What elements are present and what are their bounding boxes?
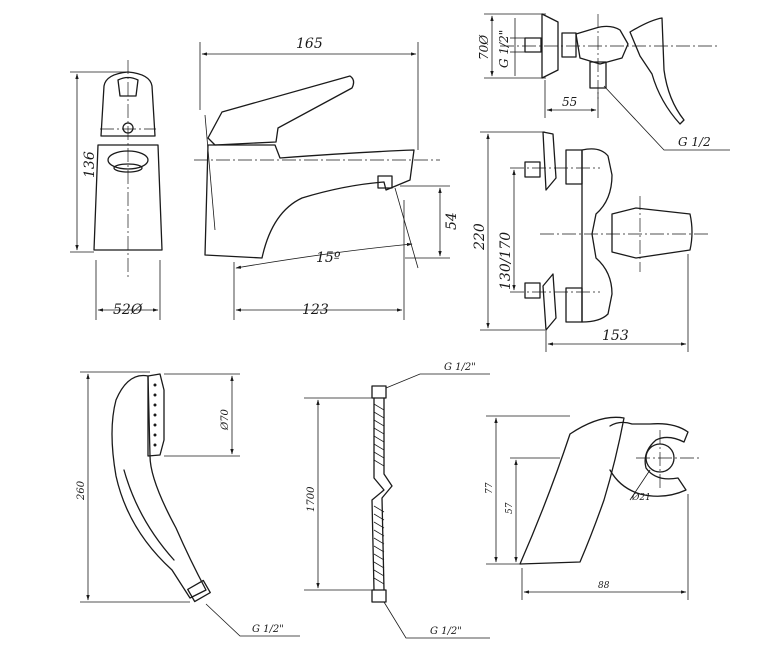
holder-hole-label: Ø21 — [631, 492, 651, 503]
mixer-top-nut-left — [561, 32, 577, 58]
mixer-diameter-label: 70Ø — [477, 34, 491, 60]
shower-mixer-front-view: 220 130/170 153 — [472, 131, 710, 352]
holder-inner-height-label: 57 — [505, 502, 515, 514]
faucet-side-outlet — [377, 175, 393, 189]
faucet-front-view: 136 52Ø — [70, 60, 163, 320]
faucet-side-body — [204, 144, 415, 259]
hose-bottom-fitting — [371, 589, 387, 603]
holder-height-label: 77 — [485, 482, 495, 494]
faucet-side-lever — [207, 75, 355, 146]
holder-width-label: 88 — [598, 581, 610, 591]
mixer-centers-label: 130/170 — [498, 232, 514, 290]
faucet-angle-label: 15º — [316, 250, 341, 266]
mixer-outlet-thread-label: G 1/2 — [678, 135, 711, 149]
hand-shower-view: 260 Ø70 G 1/2" — [76, 371, 300, 637]
faucet-side-view: 165 123 54 15º — [194, 36, 460, 320]
hose-top-thread-label: G 1/2" — [444, 362, 476, 373]
hand-shower-nozzles — [153, 383, 157, 447]
mixer-front-body — [581, 148, 613, 323]
faucet-outlet-height-label: 54 — [444, 212, 460, 230]
hand-shower-thread — [187, 579, 211, 603]
holder-body — [519, 416, 625, 565]
faucet-front-body — [93, 144, 163, 251]
hose-top-fitting — [371, 385, 387, 399]
hand-shower-groove — [123, 469, 175, 561]
hand-shower-diameter-label: Ø70 — [220, 408, 231, 431]
hand-shower-face — [147, 373, 165, 457]
hose-body — [371, 397, 393, 591]
hand-shower-thread-label: G 1/2" — [252, 624, 284, 635]
faucet-height-label: 136 — [82, 151, 98, 178]
hand-shower-length-label: 260 — [76, 480, 87, 501]
faucet-reach-label: 123 — [302, 302, 329, 318]
mixer-height-label: 220 — [472, 223, 488, 251]
mixer-top-wall-flange — [541, 13, 559, 79]
mixer-top-inlet-nut — [524, 37, 542, 53]
wall-holder-view: 77 57 88 Ø21 — [485, 415, 700, 600]
mixer-top-body — [575, 25, 629, 65]
mixer-offset-label: 55 — [562, 95, 577, 109]
mixer-depth-label: 153 — [602, 328, 629, 344]
mixer-front-inlet-bottom — [524, 282, 541, 299]
holder-clip — [609, 421, 689, 497]
faucet-front-lever — [100, 71, 156, 137]
hose-length-label: 1700 — [306, 486, 317, 512]
hand-shower-handle — [111, 374, 207, 599]
faucet-width-label: 52Ø — [113, 302, 143, 318]
mixer-front-nut-bottom — [565, 287, 583, 323]
mixer-thread-label: G 1/2" — [497, 30, 511, 68]
hose-view: 1700 G 1/2" G 1/2" — [304, 362, 490, 639]
mixer-front-nut-top — [565, 149, 583, 185]
shower-mixer-top-view: 70Ø G 1/2" 55 G 1/2 — [477, 13, 730, 151]
mixer-top-lever — [629, 17, 685, 125]
mixer-front-inlet-top — [524, 161, 541, 178]
hose-bottom-thread-label: G 1/2" — [430, 626, 462, 637]
mixer-front-flange-top — [542, 131, 557, 191]
mixer-front-handle — [611, 207, 693, 259]
faucet-length-label: 165 — [296, 36, 323, 52]
hose-coils — [373, 403, 385, 585]
faucet-front-cap — [117, 76, 139, 97]
mixer-front-flange-bottom — [542, 273, 557, 331]
